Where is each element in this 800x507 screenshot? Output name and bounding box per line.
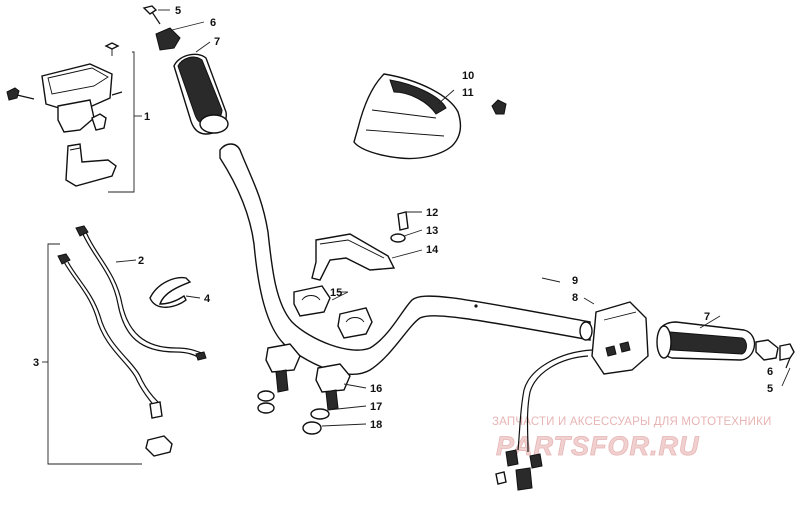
- left-grip-group: [142, 5, 229, 135]
- callout-7-right: 7: [704, 311, 710, 323]
- callout-8: 8: [572, 292, 578, 304]
- callout-6-right: 6: [767, 366, 773, 378]
- callout-1: 1: [144, 111, 150, 123]
- right-grip-group: [656, 321, 795, 369]
- callout-11: 11: [462, 87, 474, 99]
- leader-lines: [115, 9, 791, 427]
- callout-10: 10: [462, 70, 474, 82]
- callout-16: 16: [370, 383, 382, 395]
- callout-7-top: 7: [214, 36, 220, 48]
- handlebar: [219, 143, 593, 375]
- windscreen: [353, 73, 507, 160]
- callout-9: 9: [572, 275, 578, 287]
- mount-bracket: [311, 211, 409, 281]
- handlebar-clamps: [293, 285, 373, 339]
- cable-strap: [149, 276, 192, 308]
- callout-labels: 5 6 7 1 2 3 4 10 11 12 13 14 15 16 17 18…: [33, 5, 773, 431]
- callout-2: 2: [138, 255, 144, 267]
- switch-housing: [495, 301, 649, 491]
- callout-18: 18: [370, 419, 382, 431]
- callout-5-right: 5: [767, 383, 773, 395]
- callout-6-top: 6: [210, 17, 216, 29]
- cables-group: [42, 225, 207, 465]
- callout-5-top: 5: [175, 5, 181, 17]
- callout-14: 14: [426, 244, 439, 256]
- callout-15: 15: [330, 287, 342, 299]
- throttle-assembly: [6, 42, 142, 193]
- callout-12: 12: [426, 207, 438, 219]
- callout-17: 17: [370, 401, 382, 413]
- risers: [257, 343, 351, 435]
- watermark-logo: PARTSFOR.RU: [496, 431, 700, 461]
- callout-4: 4: [204, 293, 211, 305]
- callout-13: 13: [426, 225, 438, 237]
- callout-3: 3: [33, 357, 39, 369]
- watermark-subtitle: ЗАПЧАСТИ И АКСЕССУАРЫ ДЛЯ МОТОТЕХНИКИ: [492, 416, 772, 428]
